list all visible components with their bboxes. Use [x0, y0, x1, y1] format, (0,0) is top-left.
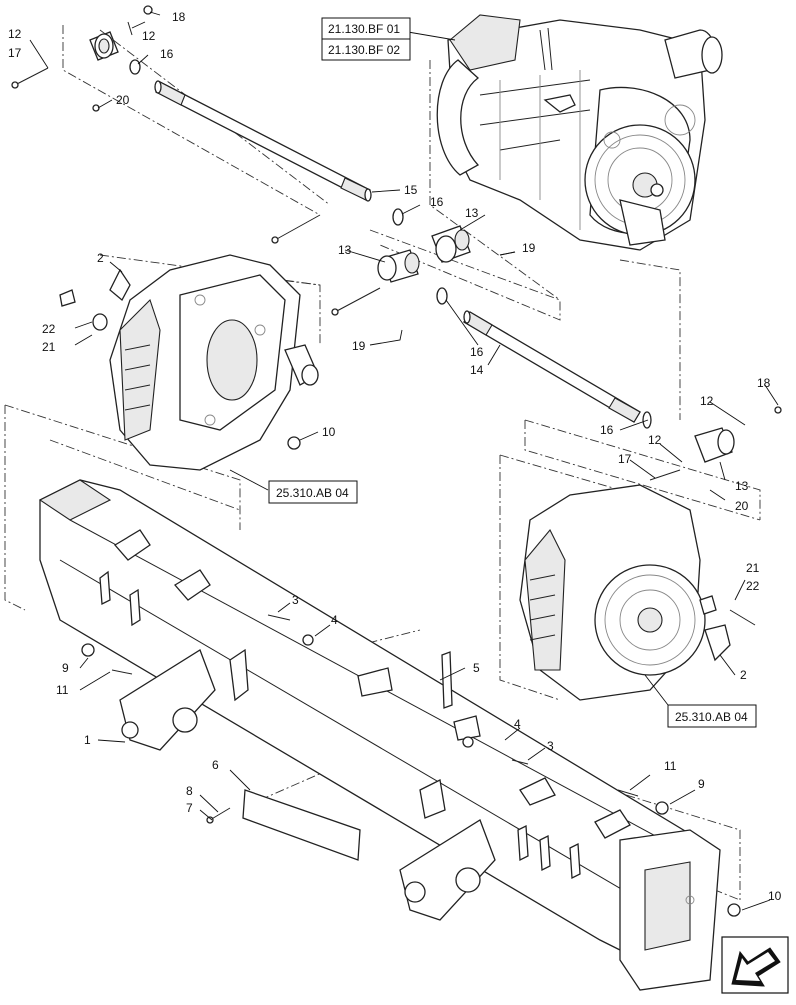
transmission-reference-box[interactable]: 21.130.BF 01 21.130.BF 02 [321, 17, 411, 61]
callout-14: 14 [470, 363, 484, 377]
leader-lines [29, 11, 779, 911]
callout-4: 4 [514, 717, 521, 731]
callout-20: 20 [735, 499, 749, 513]
callout-13: 13 [338, 243, 352, 257]
callout-2: 2 [97, 251, 104, 265]
callout-9: 9 [698, 777, 705, 791]
callout-21: 21 [746, 561, 760, 575]
callout-11: 11 [56, 683, 69, 697]
callout-22: 22 [42, 322, 56, 336]
right-final-drive-ref[interactable]: 25.310.AB 04 [675, 710, 748, 724]
callout-16: 16 [470, 345, 484, 359]
callout-11: 11 [664, 759, 677, 773]
transmission-assembly [436, 14, 723, 251]
callout-12: 12 [648, 433, 662, 447]
callout-20: 20 [116, 93, 130, 107]
callout-10: 10 [322, 425, 336, 439]
callout-5: 5 [473, 661, 480, 675]
left-final-drive-reference-box[interactable]: 25.310.AB 04 [268, 480, 358, 504]
right-final-drive [519, 406, 782, 701]
left-final-drive [59, 254, 319, 471]
callout-18: 18 [172, 10, 186, 24]
right-final-drive-reference-box[interactable]: 25.310.AB 04 [667, 704, 757, 728]
callout-19: 19 [352, 339, 366, 353]
transmission-ref-02[interactable]: 21.130.BF 02 [328, 43, 400, 57]
callout-1: 1 [84, 733, 91, 747]
upper-left-bushing-group [11, 5, 153, 112]
callout-13: 13 [735, 479, 749, 493]
lower-axle-shaft [463, 310, 652, 429]
callout-3: 3 [547, 739, 554, 753]
callout-16: 16 [160, 47, 174, 61]
upper-axle-shaft [154, 80, 372, 202]
callout-17: 17 [8, 46, 22, 60]
callout-17: 17 [618, 452, 632, 466]
transmission-ref-01[interactable]: 21.130.BF 01 [328, 22, 400, 36]
callout-19: 19 [522, 241, 536, 255]
cover-plate [206, 789, 361, 861]
callout-22: 22 [746, 579, 760, 593]
callout-16: 16 [430, 195, 444, 209]
callout-10: 10 [768, 889, 782, 903]
callout-7: 7 [186, 801, 193, 815]
callout-12: 12 [700, 394, 714, 408]
callout-8: 8 [186, 784, 193, 798]
callout-3: 3 [292, 593, 299, 607]
callout-13: 13 [465, 206, 479, 220]
callout-16: 16 [600, 423, 614, 437]
callout-12: 12 [8, 27, 22, 41]
callout-15: 15 [404, 183, 418, 197]
callout-labels: 12 17 12 18 16 20 15 16 13 19 13 2 22 21… [8, 10, 782, 903]
callout-2: 2 [740, 668, 747, 682]
callout-21: 21 [42, 340, 56, 354]
callout-6: 6 [212, 758, 219, 772]
center-coupling-group [271, 208, 516, 316]
callout-9: 9 [62, 661, 69, 675]
callout-18: 18 [757, 376, 771, 390]
axle-beam [38, 479, 741, 991]
callout-12: 12 [142, 29, 156, 43]
left-final-drive-ref[interactable]: 25.310.AB 04 [276, 486, 349, 500]
callout-4: 4 [331, 613, 338, 627]
direction-arrow-icon [721, 936, 789, 994]
